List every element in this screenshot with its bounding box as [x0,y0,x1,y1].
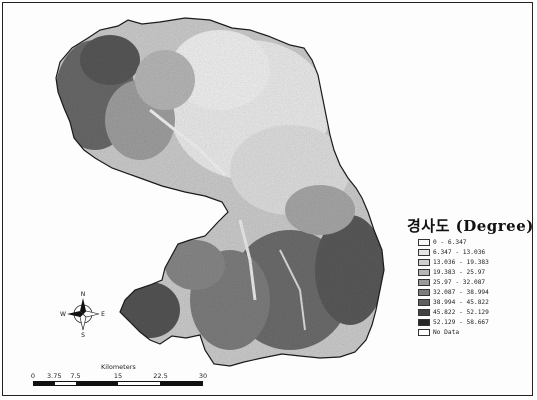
scale-title: Kilometers [101,363,136,371]
north-arrow: N S E W [60,291,105,339]
slope-raster [56,18,384,366]
scale-bar [33,381,203,386]
legend-title: 경사도 (Degree) [407,217,534,235]
legend-swatch [418,288,430,297]
scale-segment [160,382,202,385]
north-label: N [81,291,86,298]
south-label: S [81,332,85,339]
west-label: W [60,311,66,318]
legend: 0 - 6.347 6.347 - 13.036 13.036 - 19.383 19… [418,238,530,338]
legend-swatch [418,258,430,267]
legend-swatch [418,328,430,337]
legend-row: 13.036 - 19.383 [418,258,530,267]
legend-row: 0 - 6.347 [418,238,530,247]
legend-label: 25.97 - 32.087 [433,279,486,287]
legend-swatch [418,238,430,247]
legend-row: 25.97 - 32.087 [418,278,530,287]
legend-swatch [418,298,430,307]
legend-swatch [418,248,430,257]
legend-swatch [418,268,430,277]
scale-segment [76,382,118,385]
legend-swatch [418,318,430,327]
legend-label: 13.036 - 19.383 [433,259,489,267]
scale-tick-label: 30 [198,372,208,380]
scale-tick-label: 7.5 [70,372,81,380]
scale-tick-label: 3.75 [47,372,62,380]
scale-tick-label: 0 [30,372,36,380]
east-label: E [101,311,105,318]
legend-label: 45.822 - 52.129 [433,309,489,317]
legend-swatch [418,278,430,287]
legend-label: 52.129 - 58.667 [433,319,489,327]
scale-tick-label: 22.5 [153,372,168,380]
legend-label: 6.347 - 13.036 [433,249,486,257]
legend-row: 32.087 - 38.994 [418,288,530,297]
legend-row: 6.347 - 13.036 [418,248,530,257]
legend-row: 19.383 - 25.97 [418,268,530,277]
legend-row: 52.129 - 58.667 [418,318,530,327]
scale-segment [118,382,160,385]
legend-swatch [418,308,430,317]
legend-label: 38.994 - 45.822 [433,299,489,307]
legend-row: No Data [418,328,530,337]
scale-tick-label: 15 [113,372,123,380]
scale-segment [55,382,76,385]
legend-row: 38.994 - 45.822 [418,298,530,307]
legend-label: No Data [433,329,460,337]
legend-label: 0 - 6.347 [433,239,467,247]
legend-label: 32.087 - 38.994 [433,289,489,297]
scale-tick-labels: 0 3.75 7.5 15 22.5 30 [28,372,218,381]
scale-segment [34,382,55,385]
legend-label: 19.383 - 25.97 [433,269,486,277]
legend-row: 45.822 - 52.129 [418,308,530,317]
